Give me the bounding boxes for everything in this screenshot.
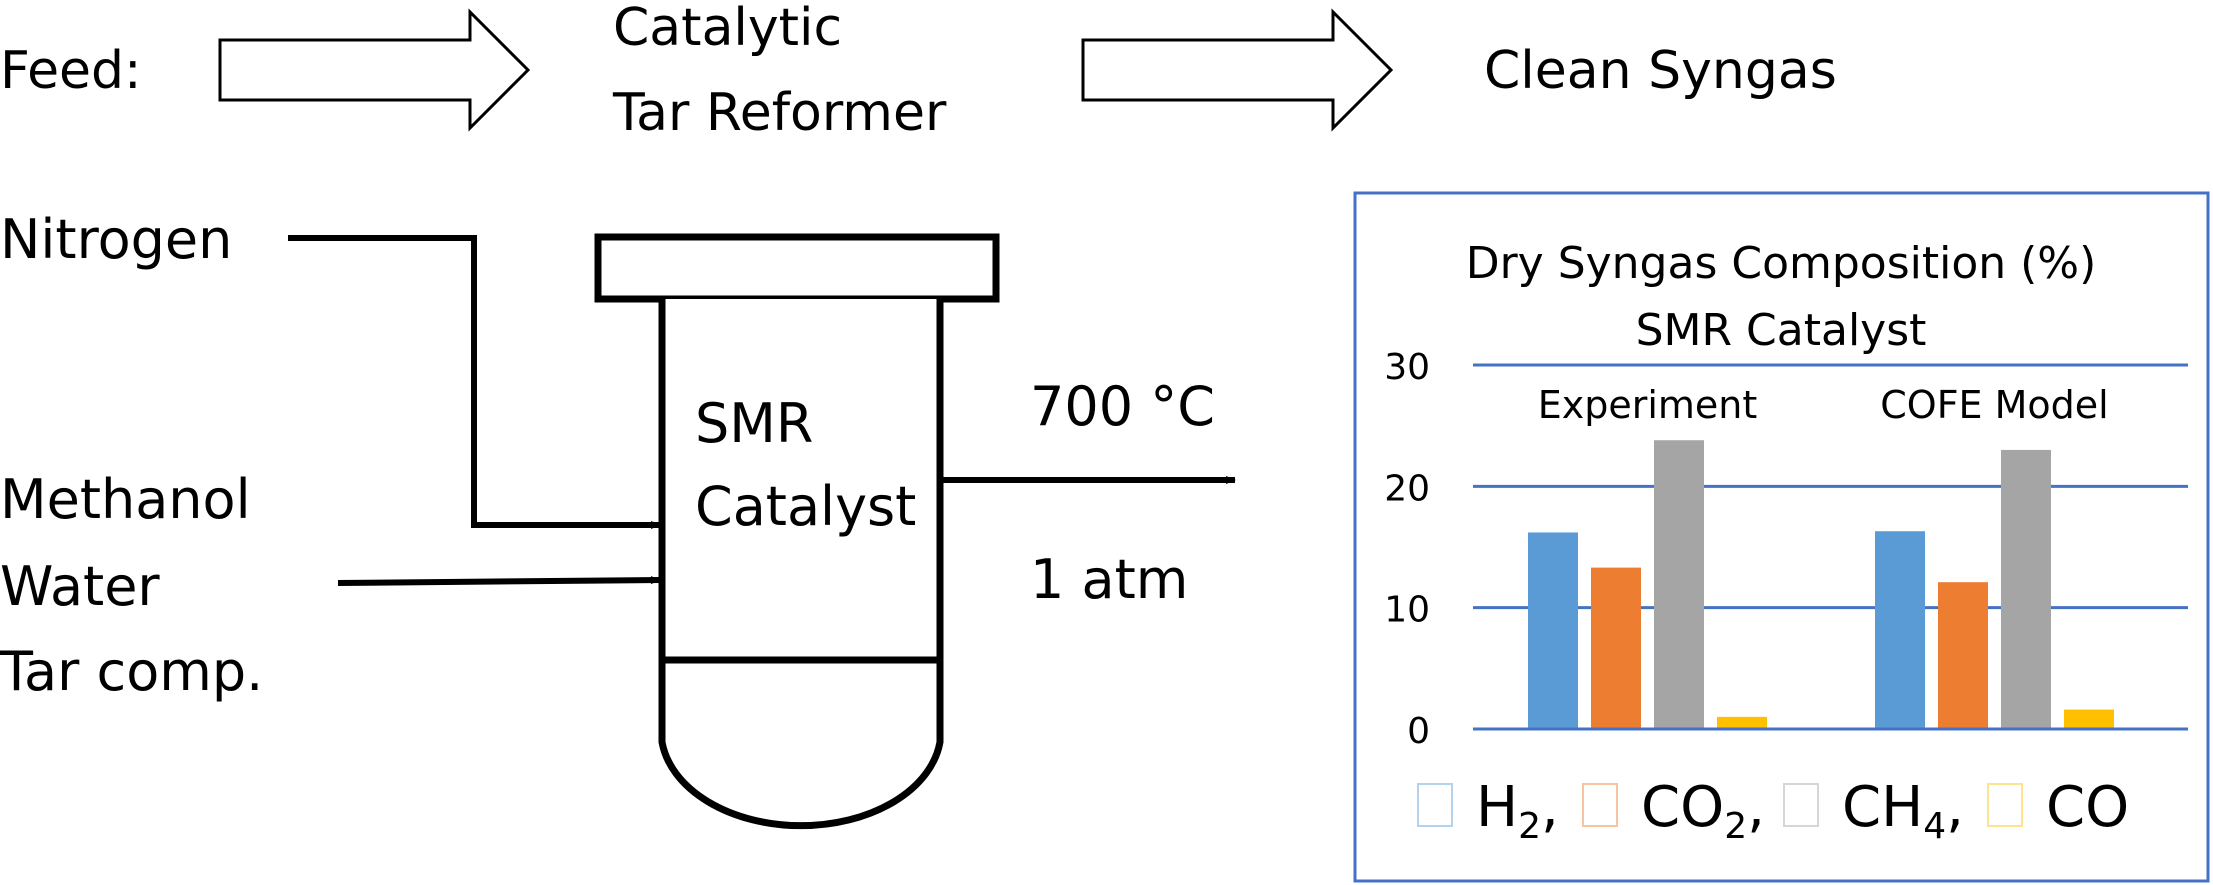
legend-swatch-h2 <box>1417 783 1453 827</box>
reformer-label-line1: Catalytic <box>613 0 842 58</box>
legend-label-co2: CO2, <box>1641 775 1765 847</box>
temperature-label: 700 °C <box>1030 375 1215 438</box>
chart-title: Dry Syngas Composition (%) <box>1466 238 2097 289</box>
bar-h2-0 <box>1528 532 1578 729</box>
nitrogen-label: Nitrogen <box>0 208 232 271</box>
legend-label-h2: H2, <box>1476 775 1559 847</box>
tar-label: Tar comp. <box>0 640 263 703</box>
y-tick-label: 20 <box>1384 468 1430 509</box>
water-label: Water <box>0 555 160 618</box>
reactor-vessel <box>658 299 944 830</box>
y-tick-label: 10 <box>1384 590 1430 631</box>
bar-co-0 <box>1717 716 1767 729</box>
pressure-label: 1 atm <box>1030 548 1188 611</box>
bar-co2-1 <box>1938 582 1988 729</box>
chart-frame <box>1353 191 2210 883</box>
reformer-label-line2: Tar Reformer <box>612 83 947 143</box>
reactor-cap <box>594 233 1000 303</box>
feed-block-arrow <box>218 8 531 132</box>
legend-label-co: CO <box>2046 775 2129 840</box>
bar-co2-0 <box>1591 567 1641 729</box>
category-label: Experiment <box>1538 383 1758 427</box>
feed-label: Feed: <box>0 41 142 101</box>
output-label: Clean Syngas <box>1484 41 1837 101</box>
catalyst-label-line2: Catalyst <box>695 475 916 538</box>
output-block-arrow <box>1081 8 1394 132</box>
y-tick-label: 30 <box>1384 347 1430 388</box>
bar-h2-1 <box>1875 531 1925 729</box>
legend-label-ch4: CH4, <box>1842 775 1964 847</box>
bar-ch4-1 <box>2001 449 2051 729</box>
syngas-chart: Dry Syngas Composition (%) SMR Catalyst 0 1… <box>1353 191 2210 883</box>
bar-ch4-0 <box>1654 440 1704 729</box>
chart-subtitle: SMR Catalyst <box>1636 305 1927 356</box>
bar-co-1 <box>2064 709 2114 729</box>
nitrogen-feed-line <box>288 235 661 529</box>
catalyst-label-line1: SMR <box>695 392 813 455</box>
category-label: COFE Model <box>1880 383 2108 427</box>
y-tick-label: 0 <box>1407 711 1430 752</box>
methanol-label: Methanol <box>0 468 251 531</box>
legend-swatch-co <box>1987 783 2023 827</box>
legend-swatch-co2 <box>1582 783 1618 827</box>
legend-swatch-ch4 <box>1783 783 1819 827</box>
liquid-feed-line <box>337 576 661 586</box>
